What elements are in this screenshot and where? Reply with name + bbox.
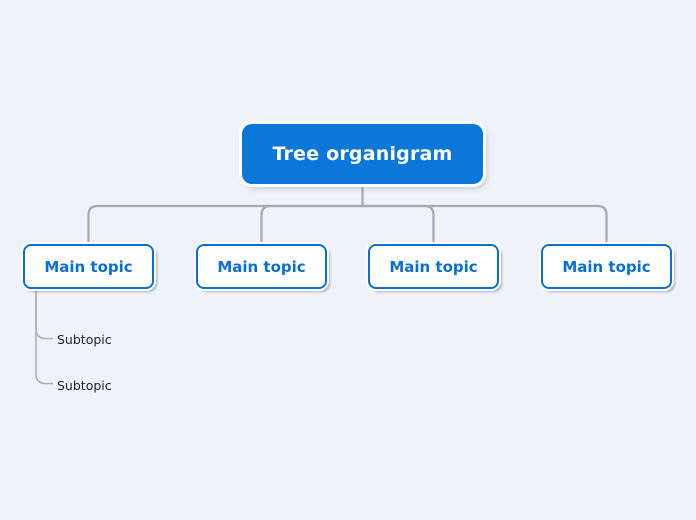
connector-main-topic-2: [260, 204, 363, 244]
main-topic-label: Main topic: [562, 257, 651, 276]
subtopic-label: Subtopic: [57, 332, 112, 347]
root-topic-label: Tree organigram: [272, 143, 453, 165]
main-topic-node-3[interactable]: Main topic: [368, 244, 499, 289]
connector-subtopic-1: [35, 291, 53, 340]
main-topic-node-2[interactable]: Main topic: [196, 244, 327, 289]
subtopic-node-2[interactable]: Subtopic: [57, 378, 112, 393]
main-topic-node-4[interactable]: Main topic: [541, 244, 672, 289]
connector-main-topic-1: [87, 204, 363, 244]
connector-main-topic-3: [362, 204, 435, 244]
subtopic-label: Subtopic: [57, 378, 112, 393]
subtopic-node-1[interactable]: Subtopic: [57, 332, 112, 347]
main-topic-node-1[interactable]: Main topic: [23, 244, 154, 289]
root-topic-node[interactable]: Tree organigram: [242, 124, 483, 184]
main-topic-label: Main topic: [217, 257, 306, 276]
main-topic-label: Main topic: [44, 257, 133, 276]
main-topic-label: Main topic: [389, 257, 478, 276]
connector-main-topic-4: [362, 204, 608, 244]
connector-subtopic-2: [35, 291, 53, 385]
